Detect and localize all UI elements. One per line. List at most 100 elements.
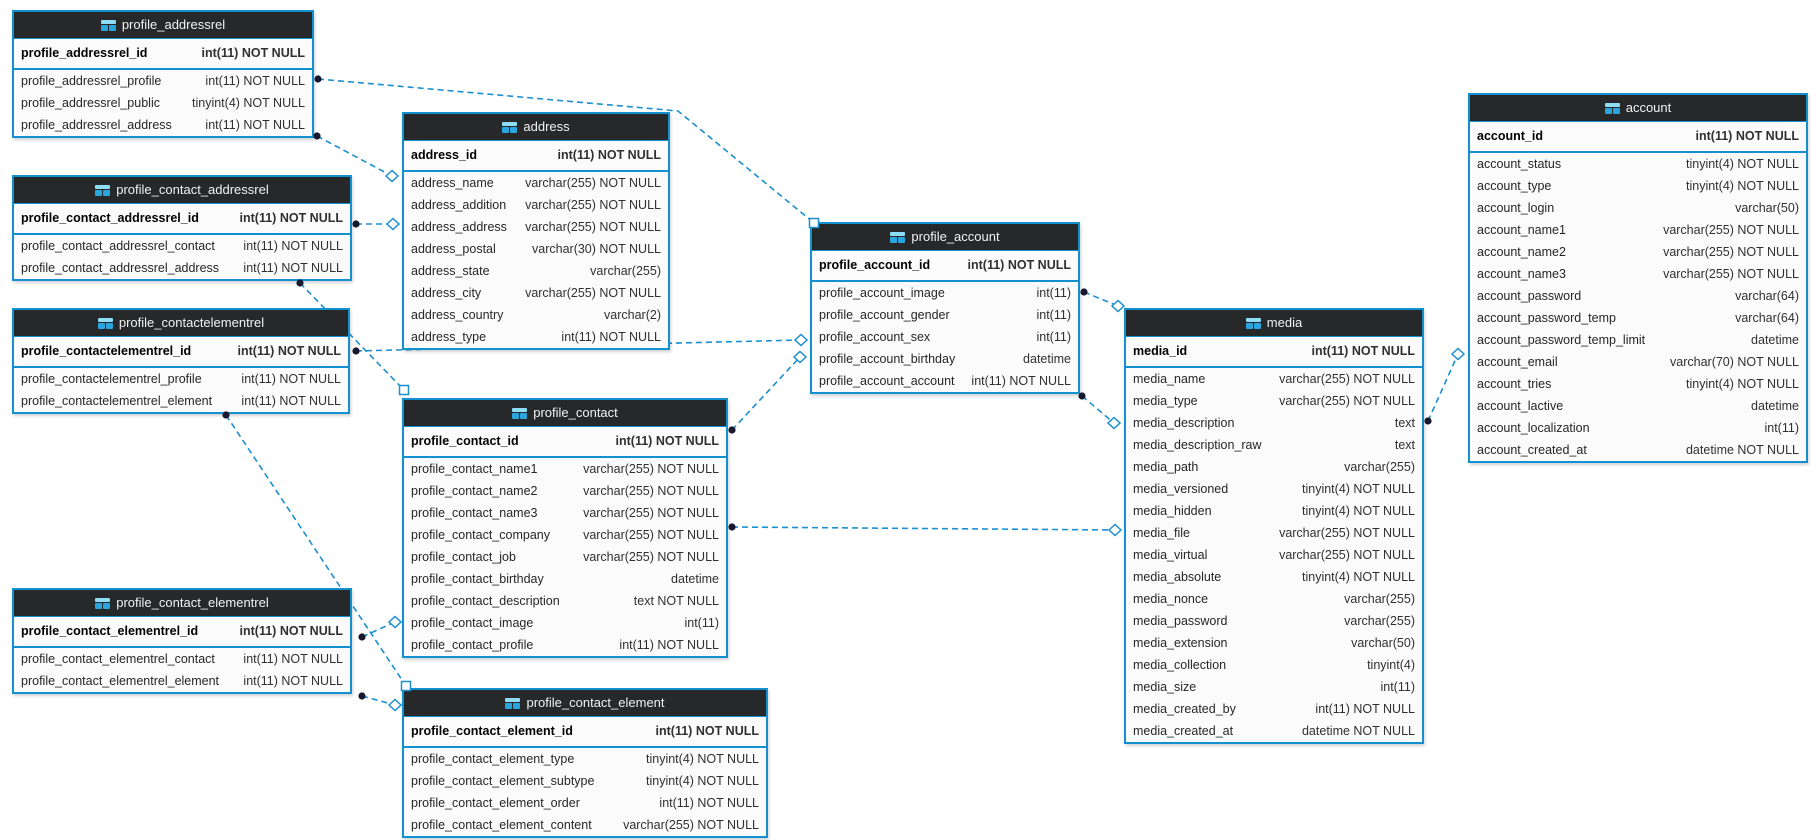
column-name: media_path: [1133, 460, 1199, 474]
table-icon: [1245, 317, 1261, 329]
table-header[interactable]: address: [404, 114, 668, 141]
column-type: varchar(255) NOT NULL: [1663, 267, 1799, 281]
relationship-line-media-account[interactable]: [1427, 353, 1459, 422]
column-name: address_postal: [411, 242, 496, 256]
relationship-line-profile_contact-profile_account[interactable]: [731, 356, 801, 431]
column-type: int(11): [1764, 421, 1799, 435]
relationship-line-profile_addressrel-profile_account[interactable]: [317, 78, 815, 224]
column-name: media_description_raw: [1133, 438, 1262, 452]
column-type: varchar(255): [590, 264, 661, 278]
relationship-line-profile_contact-media[interactable]: [731, 526, 1116, 531]
relationship-line-profile_account-media-top[interactable]: [1083, 291, 1119, 307]
table-icon: [502, 121, 518, 133]
relationship-line-profile_contact_elementrel-profile_contact[interactable]: [361, 621, 396, 638]
column-name: address_state: [411, 264, 490, 278]
column-name: account_login: [1477, 201, 1555, 215]
table-header[interactable]: profile_contactelementrel: [14, 310, 348, 337]
table-header[interactable]: media: [1126, 310, 1422, 337]
relationship-line-profile_account-media-left[interactable]: [1081, 395, 1115, 424]
pk-column-row: profile_contactelementrel_id int(11) NOT …: [14, 337, 348, 368]
table-icon: [95, 597, 111, 609]
column-type: tinyint(4) NOT NULL: [1302, 570, 1415, 584]
column-type: datetime: [671, 572, 719, 586]
table-profile_contact_addressrel[interactable]: profile_contact_addressrel profile_contac…: [12, 175, 352, 281]
column-name: account_password_temp: [1477, 311, 1616, 325]
table-icon: [890, 231, 906, 243]
relationship-line-profile_contactelementrel-profile_contact_element[interactable]: [225, 414, 407, 687]
column-name: profile_contactelementrel_id: [21, 344, 192, 358]
column-name: media_created_by: [1133, 702, 1236, 716]
table-header[interactable]: account: [1470, 95, 1806, 122]
column-type: int(11) NOT NULL: [1315, 702, 1415, 716]
column-type: int(11) NOT NULL: [243, 239, 343, 253]
column-type: int(11): [684, 616, 719, 630]
column-name: profile_contact_element_type: [411, 752, 575, 766]
column-name: profile_contact_addressrel_id: [21, 211, 199, 225]
column-name: profile_contact_elementrel_element: [21, 674, 220, 688]
relationship-line-profile_addressrel-address[interactable]: [316, 135, 393, 177]
table-icon: [95, 184, 111, 196]
column-type: varchar(255): [1344, 592, 1415, 606]
column-type: int(11) NOT NULL: [243, 261, 343, 275]
column-type: int(11) NOT NULL: [237, 344, 341, 358]
table-header[interactable]: profile_account: [812, 224, 1078, 251]
table-header[interactable]: profile_addressrel: [14, 12, 312, 39]
column-name: profile_contact_elementrel_contact: [21, 652, 215, 666]
table-title: profile_account: [911, 229, 1000, 244]
table-header[interactable]: profile_contact_elementrel: [14, 590, 350, 617]
relationship-line-profile_contact_elementrel-profile_contact_element[interactable]: [361, 695, 396, 706]
table-title: media: [1266, 315, 1303, 330]
table-title: account: [1625, 100, 1672, 115]
table-header[interactable]: profile_contact_element: [404, 690, 766, 717]
column-type: varchar(255) NOT NULL: [1279, 394, 1415, 408]
table-profile_contact_element[interactable]: profile_contact_element profile_contact_e…: [402, 688, 768, 838]
column-name: profile_contact_addressrel_contact: [21, 239, 215, 253]
column-type: varchar(255) NOT NULL: [583, 506, 719, 520]
column-type: varchar(255) NOT NULL: [1279, 526, 1415, 540]
column-name: profile_account_image: [819, 286, 945, 300]
column-type: tinyint(4) NOT NULL: [1302, 504, 1415, 518]
column-name: media_nonce: [1133, 592, 1209, 606]
table-header[interactable]: profile_contact_addressrel: [14, 177, 350, 204]
column-type: text NOT NULL: [633, 594, 719, 608]
column-name: address_country: [411, 308, 504, 322]
column-name: profile_contact_element_subtype: [411, 774, 595, 788]
table-icon: [512, 407, 528, 419]
table-header[interactable]: profile_contact: [404, 400, 726, 427]
column-type: tinyint(4): [1367, 658, 1415, 672]
column-type: varchar(255) NOT NULL: [1279, 548, 1415, 562]
column-name: profile_contact_name3: [411, 506, 538, 520]
relationship-line-profile_contact_addressrel-profile_contact[interactable]: [299, 282, 405, 391]
table-profile_contact_elementrel[interactable]: profile_contact_elementrel profile_contac…: [12, 588, 352, 694]
column-type: varchar(255) NOT NULL: [525, 286, 661, 300]
column-type: int(11) NOT NULL: [561, 330, 661, 344]
table-title: profile_contact_element: [526, 695, 665, 710]
column-type: int(11) NOT NULL: [967, 258, 1071, 272]
column-type: int(11) NOT NULL: [1695, 129, 1799, 143]
